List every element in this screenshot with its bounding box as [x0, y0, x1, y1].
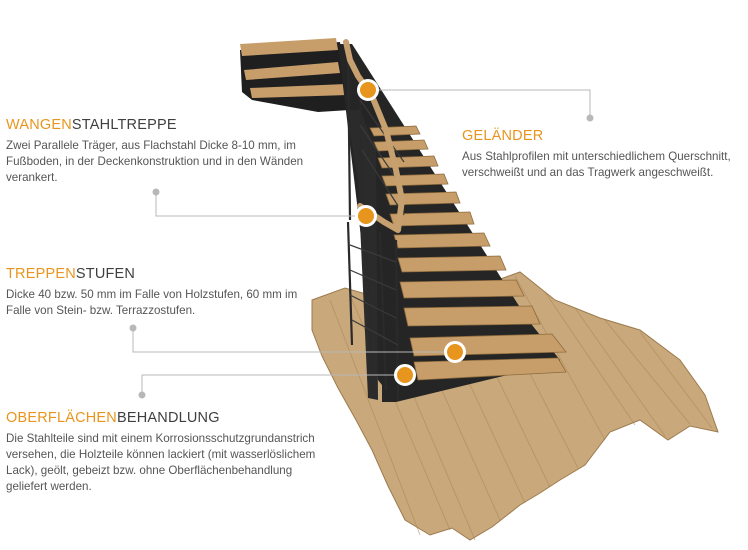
- callout-text: Dicke 40 bzw. 50 mm im Falle von Holzstu…: [6, 288, 298, 317]
- hotspot-stufen[interactable]: [444, 341, 466, 363]
- callout-title: GELÄNDER: [462, 128, 544, 144]
- callout-wangenstahltreppe: WANGENSTAHLTREPPE Zwei Parallele Träger,…: [6, 117, 341, 186]
- upper-flight: [240, 38, 350, 112]
- callout-title: OBERFLÄCHENBEHANDLUNG: [6, 410, 220, 426]
- callout-oberflaechenbehandlung: OBERFLÄCHENBEHANDLUNG Die Stahlteile sin…: [6, 410, 321, 495]
- callout-text: Aus Stahlprofilen mit unterschiedlichem …: [462, 150, 731, 179]
- callout-title: WANGENSTAHLTREPPE: [6, 117, 177, 133]
- hotspot-markers: [355, 79, 466, 386]
- callout-gelaender: GELÄNDER Aus Stahlprofilen mit unterschi…: [462, 128, 748, 181]
- callout-connectors: [129, 89, 594, 399]
- callout-text: Zwei Parallele Träger, aus Flachstahl Di…: [6, 139, 304, 184]
- hotspot-gelaender[interactable]: [357, 79, 379, 101]
- hotspot-wangen[interactable]: [355, 205, 377, 227]
- hotspot-ober[interactable]: [394, 364, 416, 386]
- callout-title: TREPPENSTUFEN: [6, 266, 136, 282]
- callout-treppenstufen: TREPPENSTUFEN Dicke 40 bzw. 50 mm im Fal…: [6, 266, 306, 319]
- callout-text: Die Stahlteile sind mit einem Korrosions…: [6, 432, 316, 493]
